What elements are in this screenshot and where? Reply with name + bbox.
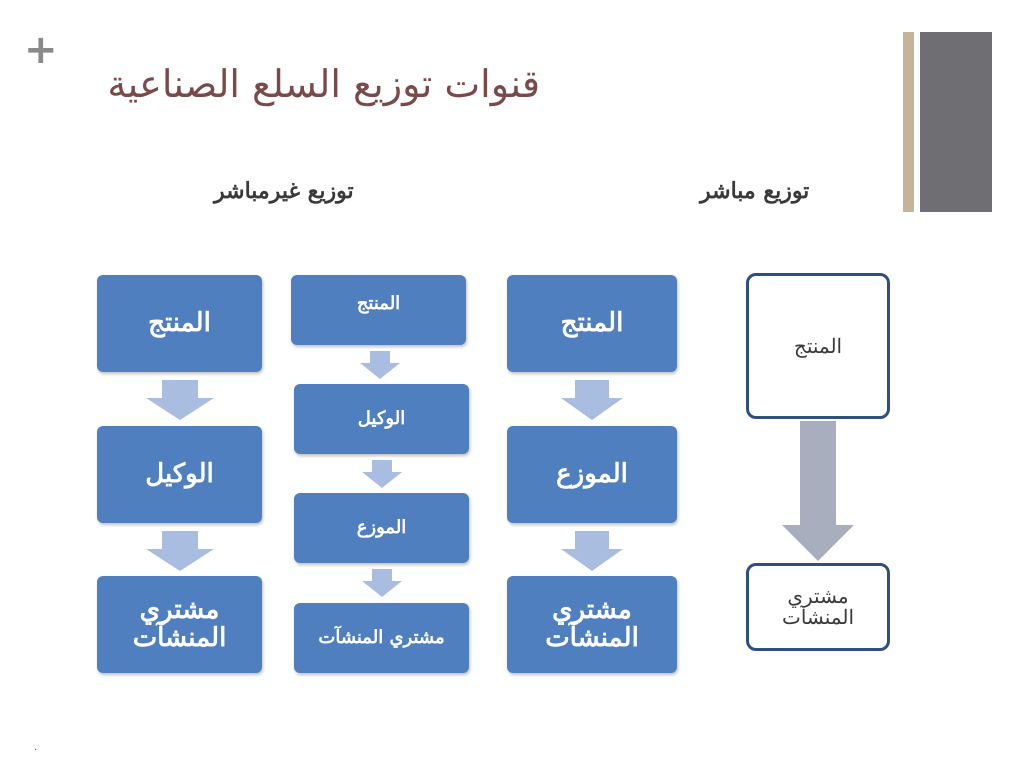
direct-down-arrow [782,421,854,561]
agent-channel-producer-box: المنتج [97,275,262,372]
direct-buyer-box: مشتري المنشآت [746,563,890,651]
footer-dot: . [34,742,38,753]
accent-bar-thick [920,32,992,212]
agent-distributor-channel-arrow-2 [362,460,402,488]
direct-distribution-label: توزيع مباشر [700,178,810,204]
distributor-channel-arrow-1 [561,380,623,420]
distributor-channel-buyer-box: مشتري المنشآت [507,576,677,673]
agent-channel-buyer-box: مشتري المنشآت [97,576,262,673]
distributor-channel-arrow-2 [561,531,623,571]
distributor-channel-distributor-box: الموزع [507,426,677,523]
indirect-distribution-label: توزيع غيرمباشر [214,178,354,204]
agent-distributor-channel-distributor-box: الموزع [294,493,469,563]
agent-distributor-channel-arrow-1 [360,351,400,379]
direct-producer-box: المنتج [746,273,890,419]
agent-channel-arrow-2 [146,531,214,571]
distributor-channel-producer-box: المنتج [507,275,677,372]
agent-channel-arrow-1 [146,380,214,420]
agent-distributor-channel-arrow-3 [362,569,402,597]
agent-distributor-channel-agent-box: الوكيل [294,384,469,454]
agent-channel-agent-box: الوكيل [97,426,262,523]
slide-title: قنوات توزيع السلع الصناعية [107,62,540,106]
agent-distributor-channel-buyer-box: مشتري المنشآت [294,603,469,673]
agent-distributor-channel-producer-box: المنتج [291,275,466,345]
plus-icon: + [24,27,58,73]
accent-bar-thin [903,32,914,212]
